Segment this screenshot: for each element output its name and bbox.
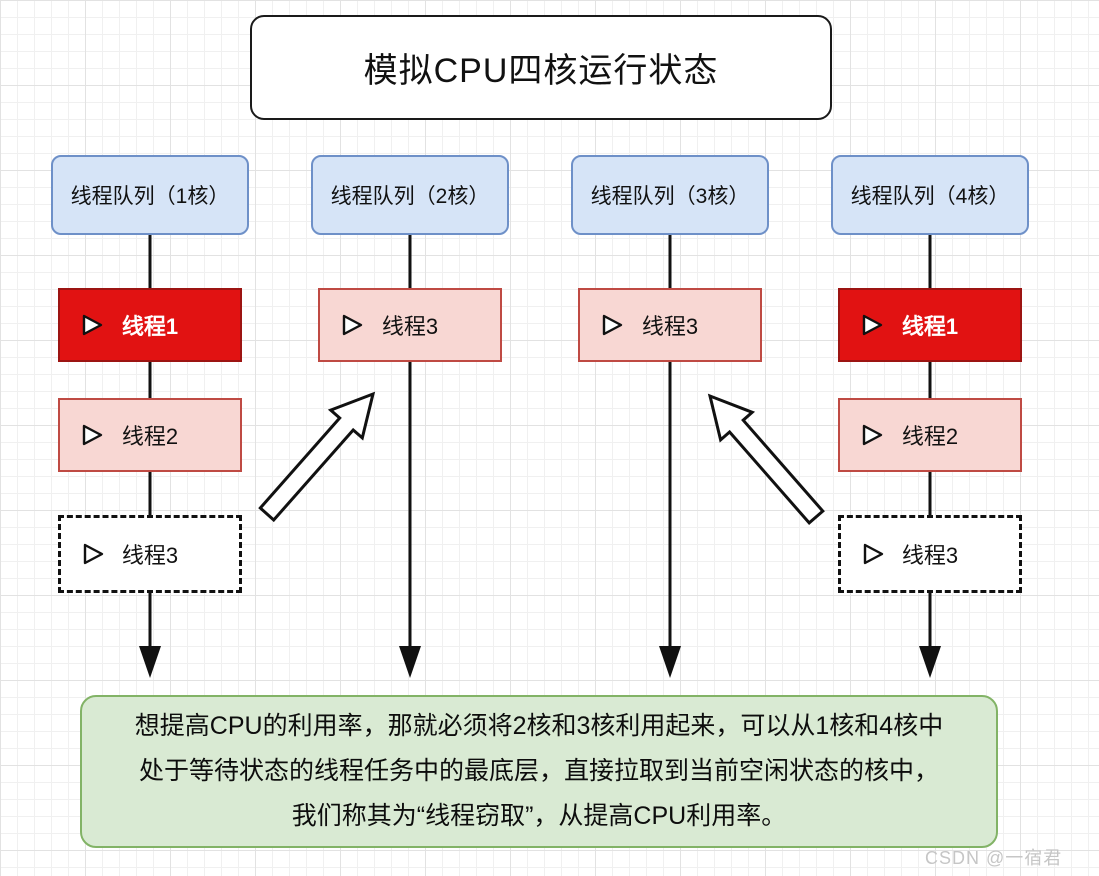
thread-box-core4-thread1: 线程1 — [838, 288, 1022, 362]
down-arrowhead-core2 — [399, 646, 421, 678]
play-icon — [862, 314, 883, 336]
thread-label: 线程1 — [121, 314, 179, 339]
play-icon — [342, 314, 363, 336]
thread-box-core1-thread1: 线程1 — [58, 288, 242, 362]
diagram-title: 模拟CPU四核运行状态 — [250, 15, 832, 120]
thread-box-core3-thread3: 线程3 — [578, 288, 762, 362]
play-icon — [602, 314, 623, 336]
queue-header-label: 线程队列（3核） — [590, 185, 750, 208]
thread-box-core4-thread2: 线程2 — [838, 398, 1022, 472]
play-icon — [82, 424, 103, 446]
steal-arrow-core1-to-core2 — [258, 391, 376, 523]
queue-header-core3: 线程队列（3核） — [571, 155, 769, 235]
watermark: CSDN @一宿君 — [925, 848, 1063, 868]
note-line: 想提高CPU的利用率，那就必须将2核和3核利用起来，可以从1核和4核中 — [134, 712, 944, 740]
play-icon — [83, 543, 104, 565]
thread-box-core4-thread3: 线程3 — [838, 515, 1022, 593]
diagram-title-text: 模拟CPU四核运行状态 — [363, 52, 719, 90]
thread-box-core1-thread3: 线程3 — [58, 515, 242, 593]
play-icon — [863, 543, 884, 565]
thread-label: 线程2 — [901, 424, 959, 449]
note-line: 我们称其为“线程窃取”，从提高CPU利用率。 — [291, 802, 787, 830]
queue-header-label: 线程队列（1核） — [70, 185, 230, 208]
queue-header-label: 线程队列（4核） — [850, 185, 1010, 208]
thread-label: 线程1 — [901, 314, 959, 339]
thread-label: 线程3 — [121, 543, 179, 568]
note-line: 处于等待状态的线程任务中的最底层，直接拉取到当前空闲状态的核中， — [138, 757, 939, 785]
thread-label: 线程3 — [641, 314, 699, 339]
queue-header-core1: 线程队列（1核） — [51, 155, 249, 235]
down-arrowhead-core3 — [659, 646, 681, 678]
thread-box-core2-thread3: 线程3 — [318, 288, 502, 362]
steal-arrow-core4-to-core3 — [707, 393, 825, 526]
queue-header-label: 线程队列（2核） — [330, 185, 490, 208]
thread-label: 线程3 — [901, 543, 959, 568]
thread-label: 线程3 — [381, 314, 439, 339]
thread-box-core1-thread2: 线程2 — [58, 398, 242, 472]
play-icon — [82, 314, 103, 336]
queue-header-core2: 线程队列（2核） — [311, 155, 509, 235]
queue-header-core4: 线程队列（4核） — [831, 155, 1029, 235]
down-arrowhead-core4 — [919, 646, 941, 678]
down-arrowhead-core1 — [139, 646, 161, 678]
note-box: 想提高CPU的利用率，那就必须将2核和3核利用起来，可以从1核和4核中 处于等待… — [80, 695, 998, 848]
thread-label: 线程2 — [121, 424, 179, 449]
play-icon — [862, 424, 883, 446]
